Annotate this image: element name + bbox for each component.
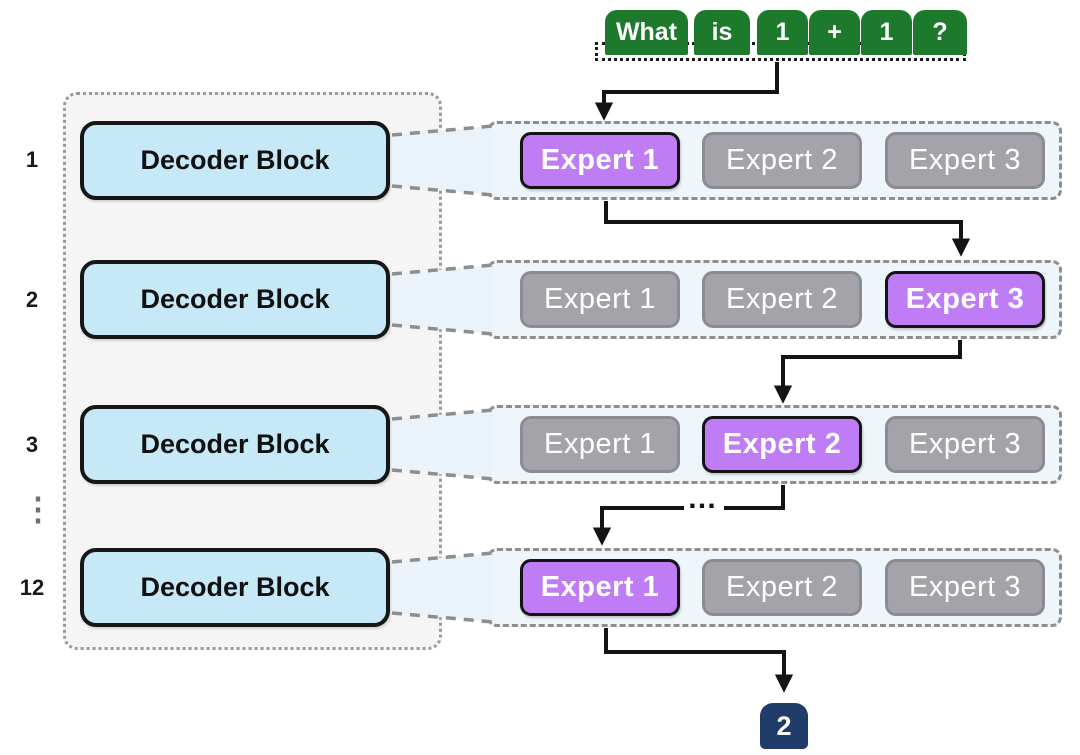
arrow-layer12-to-output	[604, 628, 794, 693]
expert-row-1: Expert 1 Expert 2 Expert 3	[487, 121, 1062, 200]
prompt-token: ?	[913, 10, 967, 55]
layer-number: 12	[19, 575, 45, 600]
expert-row-12: Expert 1 Expert 2 Expert 3	[487, 548, 1062, 627]
layer-number: 1	[25, 147, 39, 172]
arrow-into-layer12-expert1	[592, 506, 684, 546]
expert-row-3: Expert 1 Expert 2 Expert 3	[487, 405, 1062, 484]
prompt-token: What	[605, 10, 688, 55]
arrow-layer3-exit-segment	[724, 485, 785, 510]
prompt-token: 1	[861, 10, 912, 55]
layer2-expert-1: Expert 1	[520, 271, 680, 328]
output-token: 2	[760, 703, 808, 749]
layer3-expert-1: Expert 1	[520, 416, 680, 473]
decoder-block-1: Decoder Block	[80, 121, 390, 200]
layer-ellipsis: ⋮	[22, 491, 54, 527]
prompt-token: +	[809, 10, 860, 55]
decoder-block-12: Decoder Block	[80, 548, 390, 627]
layer12-expert-2: Expert 2	[702, 559, 862, 616]
arrow-tokens-to-layer1-expert1	[594, 62, 779, 121]
layer-number: 3	[25, 432, 39, 457]
prompt-token: is	[694, 10, 750, 55]
prompt-token: 1	[757, 10, 808, 55]
layer12-expert-1: Expert 1	[520, 559, 680, 616]
arrow-layer2-to-layer3-expert2	[773, 340, 962, 404]
arrow-layer1-to-layer2-expert3	[604, 201, 971, 257]
decoder-block-2: Decoder Block	[80, 260, 390, 339]
decoder-block-3: Decoder Block	[80, 405, 390, 484]
layer1-expert-1: Expert 1	[520, 132, 680, 189]
layer2-expert-2: Expert 2	[702, 271, 862, 328]
layer2-expert-3: Expert 3	[885, 271, 1045, 328]
flow-ellipsis: …	[687, 482, 719, 515]
layer3-expert-2: Expert 2	[702, 416, 862, 473]
layer1-expert-3: Expert 3	[885, 132, 1045, 189]
layer12-expert-3: Expert 3	[885, 559, 1045, 616]
layer3-expert-3: Expert 3	[885, 416, 1045, 473]
expert-row-2: Expert 1 Expert 2 Expert 3	[487, 260, 1062, 339]
layer-number: 2	[25, 287, 39, 312]
layer1-expert-2: Expert 2	[702, 132, 862, 189]
